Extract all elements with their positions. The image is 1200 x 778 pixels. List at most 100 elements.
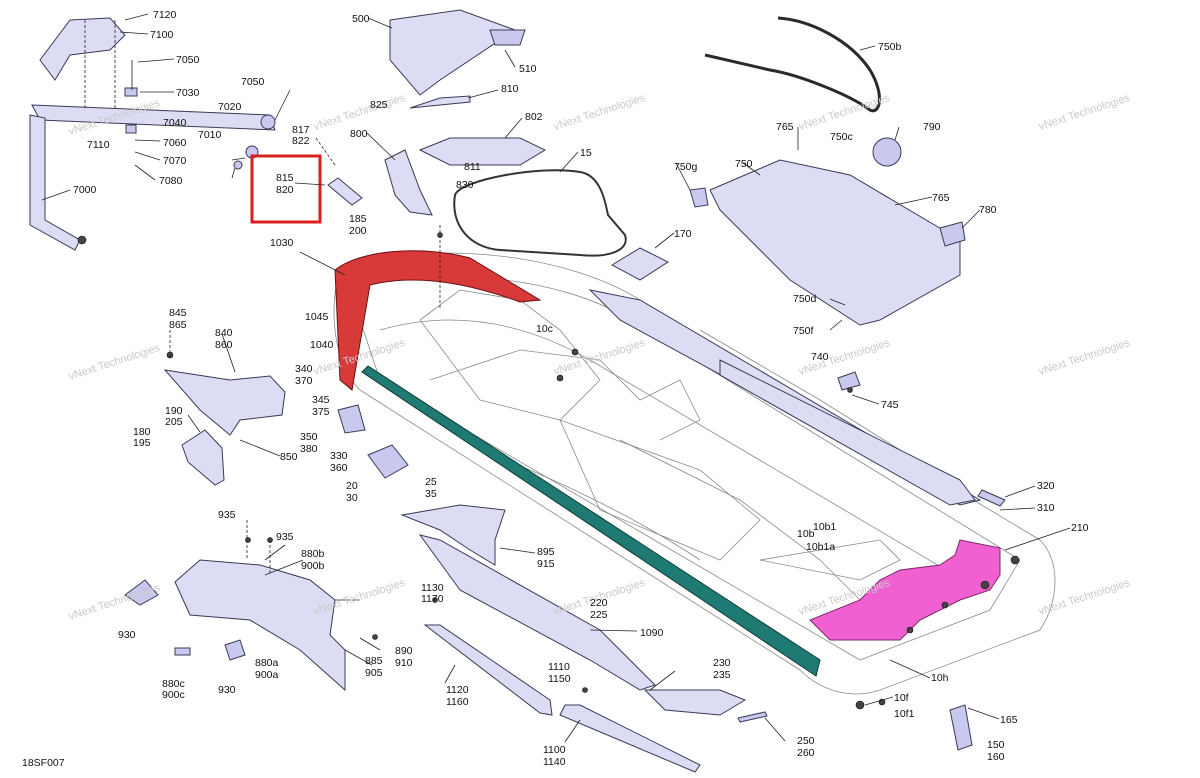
callout-label: 830	[456, 179, 474, 191]
callout-label: 160	[987, 751, 1005, 763]
callout-label: 880b	[301, 548, 325, 560]
callout-label: 811	[464, 161, 481, 173]
callout-label: 150	[987, 739, 1005, 751]
part-rear-rail	[719, 359, 976, 506]
part-780	[939, 221, 966, 247]
callout-label: 510	[519, 63, 537, 75]
callout-label: 7050	[176, 54, 200, 66]
part-1100	[559, 704, 701, 773]
callout-label: 1030	[270, 237, 294, 249]
callout-label: 35	[425, 488, 437, 500]
callout-label: 15	[580, 147, 592, 159]
callout-label: 815	[276, 172, 294, 184]
callout-label: 930	[218, 684, 236, 696]
part-1030-red	[334, 250, 542, 391]
callout-label: 7000	[73, 184, 97, 196]
part-880a	[174, 559, 346, 692]
part-800	[384, 149, 433, 216]
callout-label: 1150	[548, 673, 571, 685]
callout-label: 780	[979, 204, 997, 216]
callout-label: 7010	[198, 129, 222, 141]
part-750b	[704, 16, 881, 113]
callout-label: 220	[590, 597, 608, 609]
callout-label: 165	[1000, 714, 1018, 726]
callout-label: 350	[300, 431, 318, 443]
callout-label: 370	[295, 375, 313, 387]
callout-label: 810	[501, 83, 519, 95]
callout-label: 7050	[241, 76, 265, 88]
callout-label: 860	[215, 339, 233, 351]
diagram-code: 18SF007	[22, 757, 65, 769]
callout-label: 905	[365, 667, 383, 679]
callout-label: 10f1	[894, 708, 915, 720]
callout-label: 865	[169, 319, 187, 331]
callout-label: 745	[881, 399, 899, 411]
callout-label: 890	[395, 645, 413, 657]
part-250	[737, 711, 768, 723]
part-930b	[224, 639, 246, 661]
callout-label: 7030	[176, 87, 200, 99]
part-210-pink	[809, 539, 1001, 641]
callout-label: 7120	[153, 9, 177, 21]
part-510	[489, 29, 526, 46]
callout-label: 375	[312, 406, 330, 418]
part-320	[977, 489, 1006, 507]
callout-label: 900a	[255, 669, 279, 681]
callout-label: 765	[776, 121, 794, 133]
callout-label: 380	[300, 443, 318, 455]
callout-label: 7060	[163, 137, 187, 149]
watermark-text: vNext Technologies	[1037, 577, 1132, 618]
callout-label: 817	[292, 124, 310, 136]
part-740	[837, 371, 861, 391]
part-810	[409, 95, 471, 109]
callout-label: 740	[811, 351, 829, 363]
callout-label: 210	[1071, 522, 1089, 534]
handle-assembly	[29, 17, 291, 251]
callout-label: 820	[276, 184, 294, 196]
callout-label: 900c	[162, 689, 185, 701]
part-20	[367, 444, 409, 479]
part-150	[949, 704, 973, 751]
watermark-text: vNext Technologies	[797, 92, 892, 133]
part-930a	[124, 579, 159, 606]
callout-label: 825	[370, 99, 388, 111]
callout-label: 790	[923, 121, 941, 133]
part-230	[643, 689, 747, 716]
watermark-text: vNext Technologies	[67, 582, 162, 623]
callout-label: 750	[735, 158, 753, 170]
callout-label: 1090	[640, 627, 664, 639]
part-750g	[689, 187, 709, 208]
watermark-text: vNext Technologies	[67, 342, 162, 383]
callout-label: 915	[537, 558, 555, 570]
part-220	[418, 534, 656, 691]
hardware-markers	[166, 232, 1020, 710]
callout-label: 7040	[163, 117, 187, 129]
callout-label: 250	[797, 735, 815, 747]
callout-label: 7100	[150, 29, 174, 41]
callout-label: 310	[1037, 502, 1055, 514]
callout-label: 320	[1037, 480, 1055, 492]
callout-label: 170	[674, 228, 692, 240]
part-500	[389, 9, 517, 96]
callout-label: 1040	[310, 339, 334, 351]
part-15-seal	[453, 169, 627, 257]
callout-label: 10b1a	[806, 541, 835, 553]
callout-label: 7110	[87, 139, 110, 151]
callout-label: 10c	[536, 323, 553, 335]
callout-label: 225	[590, 609, 608, 621]
callout-label: 895	[537, 546, 555, 558]
leader-lines	[41, 13, 1071, 743]
callout-label: 200	[349, 225, 367, 237]
callout-label: 1110	[548, 661, 570, 673]
callout-label: 7070	[163, 155, 187, 167]
callout-label: 1130	[421, 582, 444, 594]
callout-label: 1100	[543, 744, 566, 756]
callout-label: 10f	[894, 692, 909, 704]
callout-labels: 7120 7100 7050 7030 7050 7020 7040 7010 …	[22, 9, 1089, 769]
callout-label: 930	[118, 629, 136, 641]
part-880c	[174, 647, 191, 656]
callout-label: 845	[169, 307, 187, 319]
part-840	[163, 369, 286, 436]
